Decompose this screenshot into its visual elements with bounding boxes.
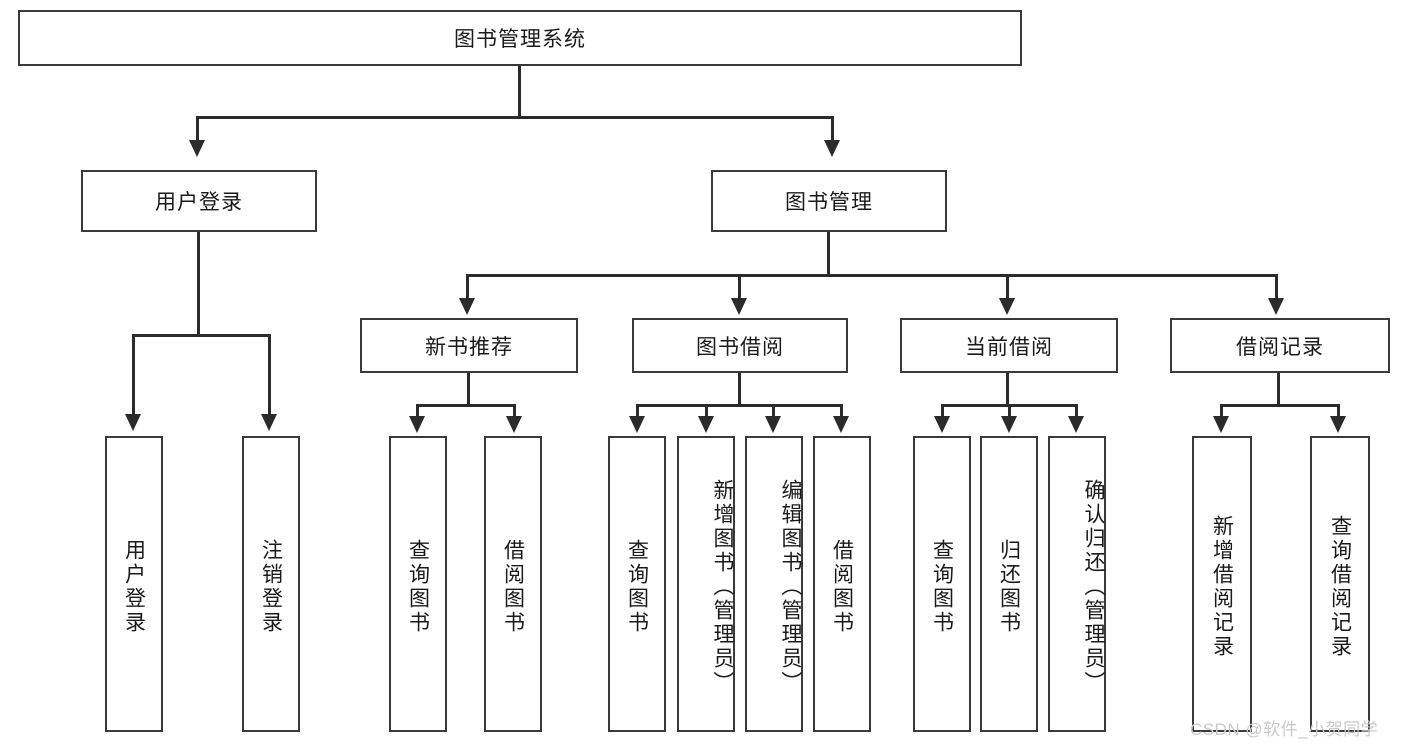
connector-new-book-bus	[416, 404, 516, 407]
node-label: 查询图书	[930, 539, 954, 635]
node-new-book-recommend[interactable]: 新书推荐	[360, 318, 578, 373]
node-label: 用户登录	[155, 191, 243, 214]
node-current-borrow[interactable]: 当前借阅	[900, 318, 1118, 373]
arrow-borrow-record-leaf-2-icon	[1330, 416, 1346, 433]
connector-borrow-record-to-leaf-2	[1337, 404, 1340, 418]
connector-borrow-record-to-leaf-1	[1220, 404, 1223, 418]
node-label: 编辑图书（管理员）	[779, 479, 802, 695]
leaf-book-borrow-borrow-book[interactable]: 借阅图书	[813, 436, 871, 732]
node-label: 新书推荐	[425, 335, 513, 359]
arrow-current-borrow-leaf-2-icon	[1001, 416, 1017, 433]
node-label: 图书借阅	[696, 335, 784, 359]
node-label: 确认归还（管理员）	[1082, 479, 1105, 695]
connector-book-borrow-to-leaf-1	[636, 404, 639, 418]
leaf-book-borrow-edit-book-admin[interactable]: 编辑图书（管理员）	[745, 436, 803, 732]
connector-book-borrow-to-leaf-4	[840, 404, 843, 418]
leaf-user-login-logout[interactable]: 注销登录	[242, 436, 300, 732]
connector-bm-to-current-borrow	[1006, 274, 1009, 300]
connector-root-bus	[196, 116, 834, 119]
node-label: 借阅记录	[1236, 335, 1324, 359]
leaf-current-borrow-confirm-return-admin[interactable]: 确认归还（管理员）	[1048, 436, 1106, 732]
node-book-management[interactable]: 图书管理	[711, 170, 947, 232]
node-label: 借阅图书	[501, 539, 525, 635]
connector-book-borrow-to-leaf-3	[772, 404, 775, 418]
arrow-bm-to-current-borrow-icon	[999, 298, 1015, 315]
node-borrow-record[interactable]: 借阅记录	[1170, 318, 1390, 373]
connector-new-book-to-leaf-1	[416, 404, 419, 418]
node-root-book-management-system[interactable]: 图书管理系统	[18, 10, 1022, 66]
connector-borrow-record-stem	[1277, 373, 1280, 407]
connector-current-borrow-to-leaf-3	[1075, 404, 1078, 418]
arrow-borrow-record-leaf-1-icon	[1213, 416, 1229, 433]
connector-borrow-record-bus	[1220, 404, 1340, 407]
arrow-bm-to-book-borrow-icon	[731, 298, 747, 315]
connector-bm-to-book-borrow	[738, 274, 741, 300]
leaf-borrow-record-add-record[interactable]: 新增借阅记录	[1192, 436, 1252, 732]
connector-book-borrow-stem	[738, 373, 741, 407]
connector-bm-to-new-book	[466, 274, 469, 300]
arrow-book-borrow-leaf-2-icon	[698, 416, 714, 433]
connector-new-book-to-leaf-2	[513, 404, 516, 418]
node-label: 借阅图书	[830, 539, 854, 635]
connector-current-borrow-to-leaf-2	[1008, 404, 1011, 418]
node-label: 图书管理	[785, 191, 873, 214]
arrow-root-to-user-login-icon	[189, 140, 205, 157]
node-label: 查询图书	[625, 539, 649, 635]
connector-root-to-book-management	[831, 116, 834, 142]
leaf-new-book-query-book[interactable]: 查询图书	[389, 436, 447, 732]
connector-new-book-stem	[467, 373, 470, 407]
node-label: 归还图书	[997, 539, 1021, 635]
leaf-borrow-record-query-record[interactable]: 查询借阅记录	[1310, 436, 1370, 732]
leaf-current-borrow-return-book[interactable]: 归还图书	[980, 436, 1038, 732]
arrow-book-borrow-leaf-4-icon	[833, 416, 849, 433]
connector-book-management-bus	[466, 274, 1278, 277]
arrow-bm-to-borrow-record-icon	[1268, 298, 1284, 315]
connector-root-stem	[518, 66, 521, 118]
leaf-new-book-borrow-book[interactable]: 借阅图书	[484, 436, 542, 732]
node-book-borrow[interactable]: 图书借阅	[632, 318, 848, 373]
leaf-current-borrow-query-book[interactable]: 查询图书	[913, 436, 971, 732]
node-label: 查询图书	[406, 539, 430, 635]
node-label: 用户登录	[122, 539, 146, 635]
arrow-bm-to-new-book-icon	[459, 298, 475, 315]
connector-book-borrow-bus	[636, 404, 843, 407]
node-label: 注销登录	[259, 539, 283, 635]
arrow-user-login-leaf-1-icon	[125, 414, 141, 431]
connector-user-login-bus	[132, 334, 270, 337]
connector-root-to-user-login	[196, 116, 199, 142]
connector-user-login-to-leaf-2	[268, 334, 271, 416]
connector-book-borrow-to-leaf-2	[705, 404, 708, 418]
arrow-book-borrow-leaf-1-icon	[629, 416, 645, 433]
node-user-login[interactable]: 用户登录	[81, 170, 317, 232]
leaf-book-borrow-add-book-admin[interactable]: 新增图书（管理员）	[677, 436, 735, 732]
arrow-current-borrow-leaf-3-icon	[1068, 416, 1084, 433]
leaf-user-login-login[interactable]: 用户登录	[105, 436, 163, 732]
connector-bm-to-borrow-record	[1275, 274, 1278, 300]
arrow-current-borrow-leaf-1-icon	[934, 416, 950, 433]
connector-book-management-stem	[827, 232, 830, 276]
connector-current-borrow-to-leaf-1	[941, 404, 944, 418]
connector-user-login-to-leaf-1	[132, 334, 135, 416]
arrow-book-borrow-leaf-3-icon	[765, 416, 781, 433]
connector-current-borrow-stem	[1006, 373, 1009, 407]
leaf-book-borrow-query-book[interactable]: 查询图书	[608, 436, 666, 732]
node-label: 新增借阅记录	[1210, 515, 1234, 659]
node-label: 图书管理系统	[454, 28, 586, 51]
arrow-root-to-book-management-icon	[824, 140, 840, 157]
node-label: 查询借阅记录	[1328, 515, 1352, 659]
arrow-new-book-leaf-2-icon	[506, 416, 522, 433]
node-label: 新增图书（管理员）	[711, 479, 734, 695]
arrow-user-login-leaf-2-icon	[261, 414, 277, 431]
connector-user-login-stem	[197, 232, 200, 336]
arrow-new-book-leaf-1-icon	[409, 416, 425, 433]
node-label: 当前借阅	[965, 335, 1053, 359]
